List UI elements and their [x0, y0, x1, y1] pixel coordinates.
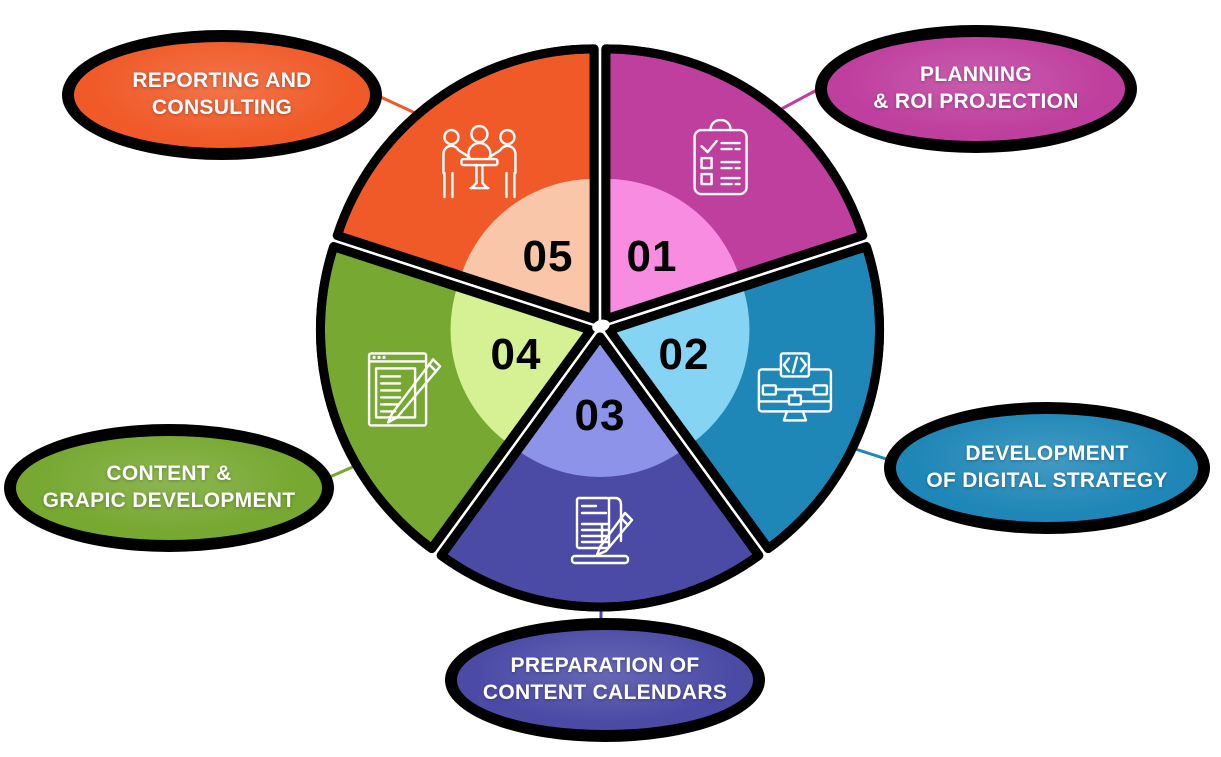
bubble-label-line1: REPORTING AND [132, 69, 312, 93]
bubble-label-line2: CONTENT CALENDARS [482, 681, 728, 704]
pie-slice-05-outline [332, 44, 599, 324]
bubble-label-line2: GRAPIC DEVELOPMENT [42, 489, 296, 512]
pie-slice-02-inner [609, 286, 750, 444]
meeting-people-icon [442, 124, 517, 199]
step-number-03: 03 [574, 391, 626, 440]
pie-slice-04-outline [315, 242, 595, 554]
label-bubble-planning-roi: PLANNING & ROI PROJECTION [815, 25, 1137, 153]
label-bubble-reporting-consulting: REPORTING AND CONSULTING [62, 30, 382, 160]
step-number-05: 05 [522, 232, 574, 281]
bubble-label-line2: & ROI PROJECTION [873, 90, 1079, 113]
pie-slice-05 [332, 44, 599, 324]
pie-slice-03 [436, 332, 764, 612]
bubble-label-line2: OF DIGITAL STRATEGY [926, 469, 1168, 492]
pie-slice-03-outline [436, 332, 764, 612]
document-pen-laptop-icon [570, 496, 634, 565]
monitor-code-flowchart-icon [757, 352, 833, 422]
label-bubble-digital-strategy: DEVELOPMENT OF DIGITAL STRATEGY [884, 402, 1210, 534]
pie-slice-02-outline [605, 242, 885, 554]
pie-slice-02 [605, 242, 885, 554]
bubble-label-line1: PREPARATION OF [510, 654, 700, 678]
label-bubble-content-calendars: PREPARATION OF CONTENT CALENDARS [445, 618, 765, 742]
bubble-label-line1: PLANNING [919, 63, 1033, 87]
pie-slice-01-outline [601, 44, 868, 324]
notepad-pencil-icon [367, 352, 442, 427]
step-number-01: 01 [626, 232, 678, 281]
step-number-04: 04 [490, 330, 542, 379]
clipboard-checklist-icon [693, 118, 748, 196]
pie-slice-03-inner [517, 337, 683, 478]
pie-slice-04-inner [450, 286, 591, 444]
pie-slice-01 [601, 44, 868, 324]
step-number-02: 02 [658, 330, 710, 379]
bubble-label-line2: CONSULTING [151, 96, 293, 119]
label-bubble-content-graphic: CONTENT & GRAPIC DEVELOPMENT [4, 424, 334, 552]
center-star [592, 319, 610, 333]
pie-slice-04 [315, 242, 595, 554]
bubble-label-line1: CONTENT & [106, 462, 232, 486]
bubble-label-line1: DEVELOPMENT [965, 442, 1129, 466]
